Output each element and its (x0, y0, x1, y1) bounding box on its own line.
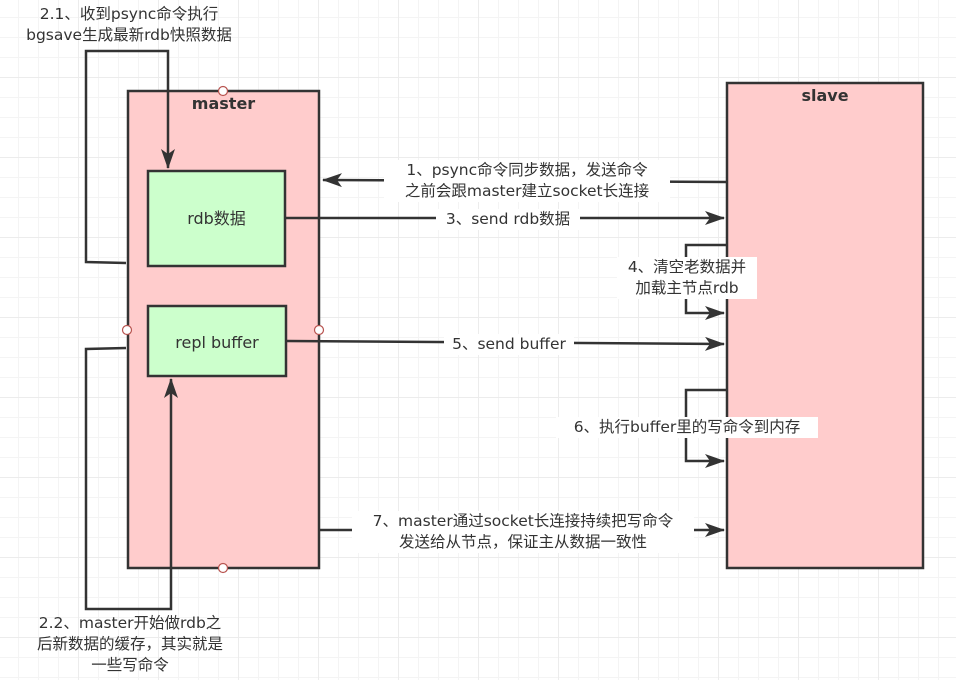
label-step-2-2-line: 2.2、master开始做rdb之 (38, 614, 222, 632)
label-step-2-2-line: 后新数据的缓存，其实就是 (36, 635, 223, 653)
slave-node[interactable] (725, 81, 925, 570)
edge-step-2-2[interactable] (84, 346, 178, 611)
repl-buffer-node[interactable] (146, 304, 288, 378)
connector-dot-bottom[interactable] (217, 562, 229, 574)
repl-buffer-label: repl buffer (175, 333, 259, 352)
master-title: master (191, 94, 256, 113)
label-step-4: 4、清空老数据并 加载主节点rdb (617, 257, 757, 299)
connector-dot-right[interactable] (313, 324, 325, 336)
label-step-2-2-line: 一些写命令 (91, 656, 169, 674)
label-step-4-line: 4、清空老数据并 (627, 258, 747, 276)
rdb-label: rdb数据 (187, 209, 246, 228)
label-step-5: 5、send buffer (444, 334, 574, 355)
label-step-4-line: 加载主节点rdb (635, 279, 739, 297)
label-step-7-line: 发送给从节点，保证主从数据一致性 (398, 533, 647, 551)
label-step-6: 6、执行buffer里的写命令到内存 (556, 417, 818, 438)
label-step-7: 7、master通过socket长连接持续把写命令 发送给从节点，保证主从数据一… (352, 511, 694, 553)
label-step-5-line: 5、send buffer (452, 335, 566, 353)
label-step-3-line: 3、send rdb数据 (445, 210, 571, 228)
connector-dot-left[interactable] (121, 324, 133, 336)
rdb-node[interactable] (146, 169, 287, 268)
label-step-3: 3、send rdb数据 (436, 209, 580, 230)
label-step-2-1: 2.1、收到psync命令执行 bgsave生成最新rdb快照数据 (4, 4, 254, 46)
label-step-1: 1、psync命令同步数据，发送命令 之前会跟master建立socket长连接 (384, 160, 670, 202)
label-step-2-2: 2.2、master开始做rdb之 后新数据的缓存，其实就是 一些写命令 (10, 613, 250, 676)
label-step-1-line: 1、psync命令同步数据，发送命令 (406, 161, 648, 179)
edge-step-2-1[interactable] (84, 49, 175, 265)
connector-dot-top[interactable] (217, 85, 229, 97)
label-step-2-1-line: bgsave生成最新rdb快照数据 (26, 26, 232, 44)
label-step-7-line: 7、master通过socket长连接持续把写命令 (372, 512, 674, 530)
label-step-1-line: 之前会跟master建立socket长连接 (404, 182, 650, 200)
label-step-2-1-line: 2.1、收到psync命令执行 (39, 5, 219, 23)
slave-title: slave (801, 86, 849, 105)
label-step-6-line: 6、执行buffer里的写命令到内存 (573, 418, 801, 436)
